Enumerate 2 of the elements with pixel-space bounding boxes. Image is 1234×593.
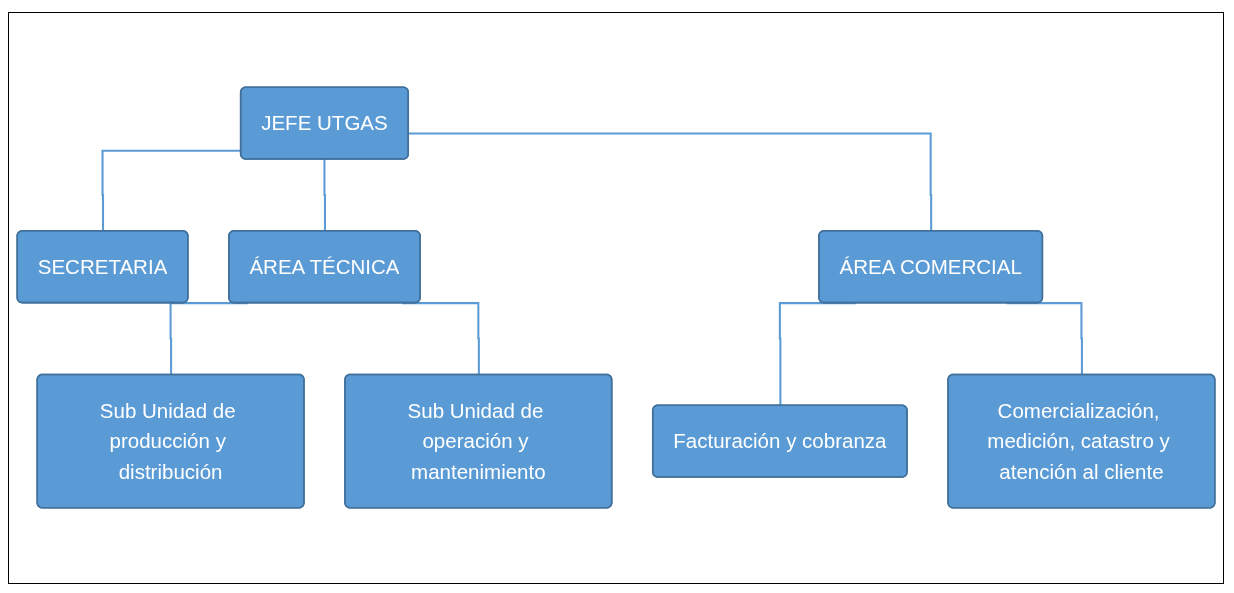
connector [408, 133, 933, 232]
connector [323, 159, 326, 232]
